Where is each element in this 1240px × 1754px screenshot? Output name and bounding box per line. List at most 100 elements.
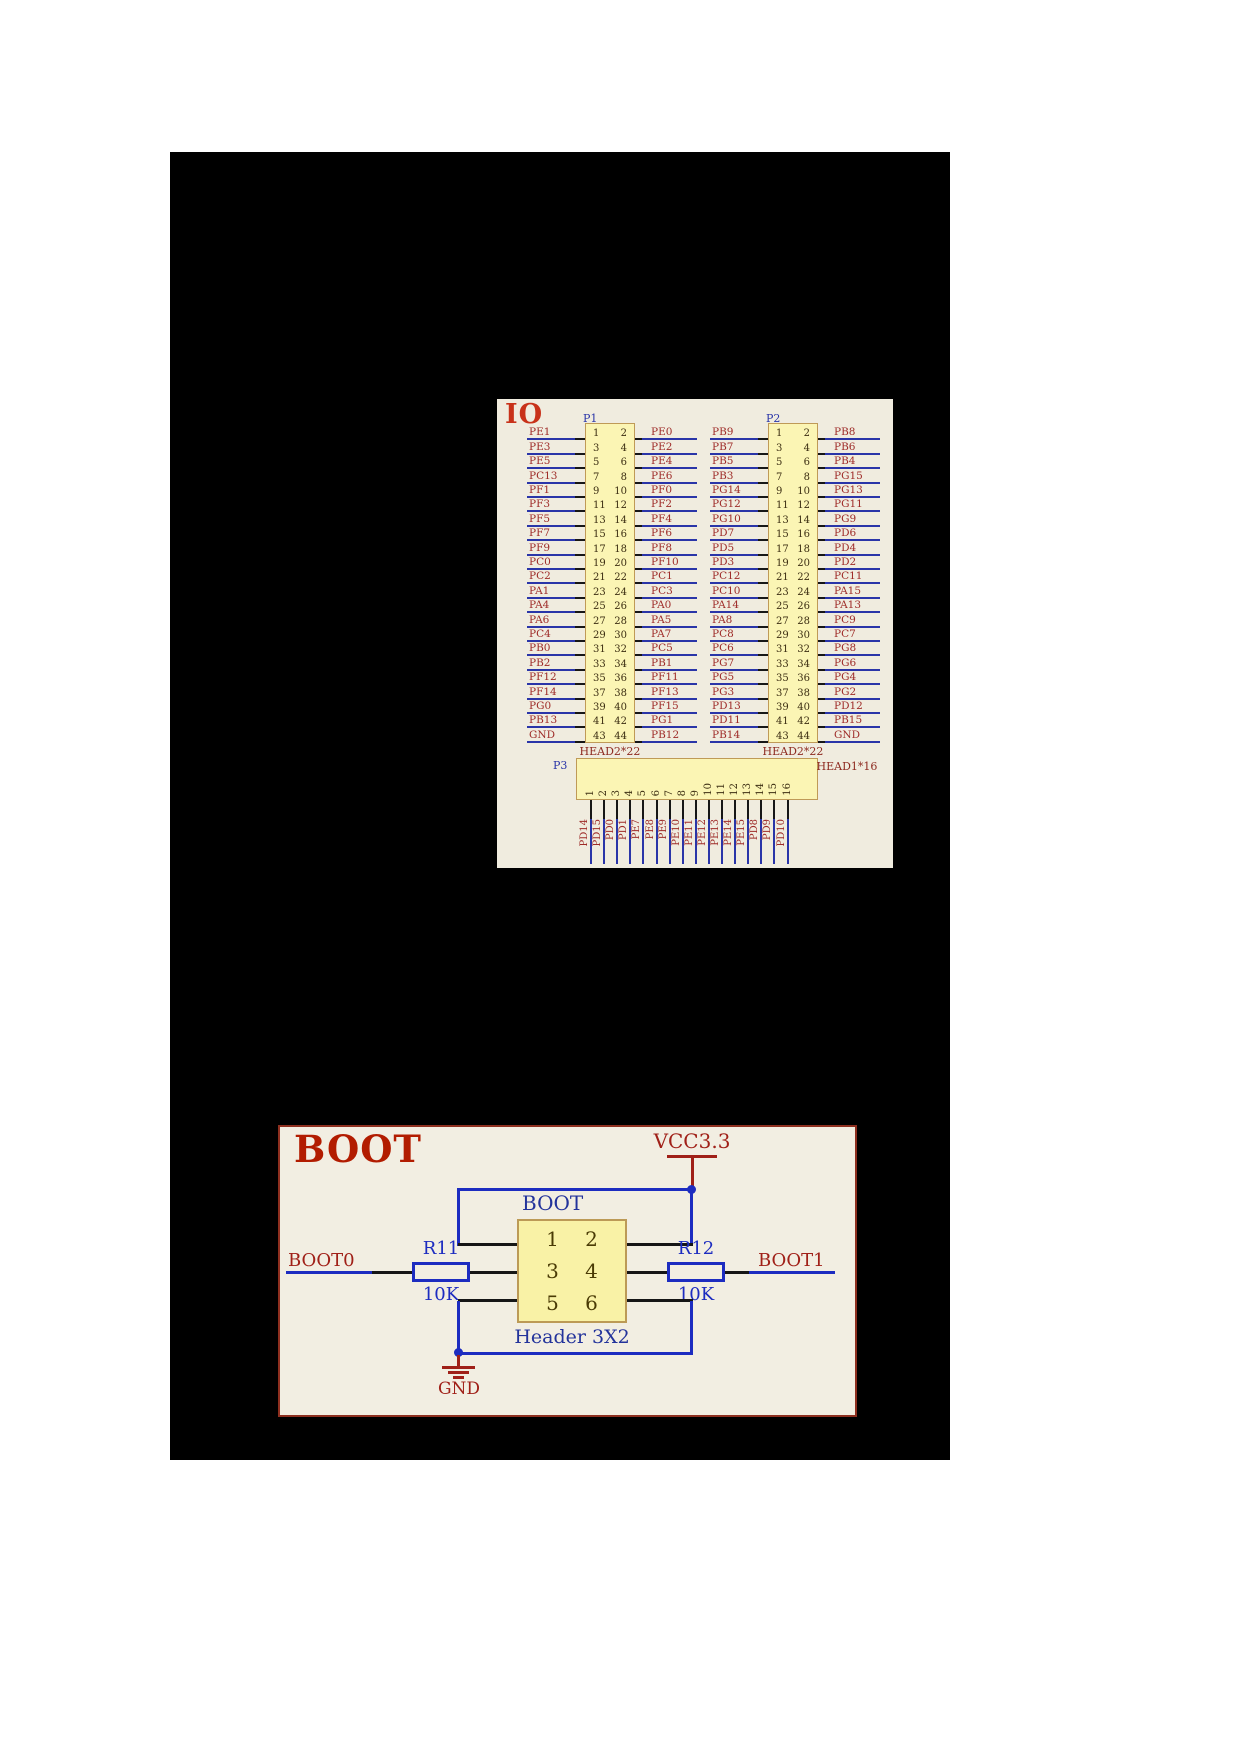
net-label: PE5 (527, 456, 575, 470)
wire-segment (635, 639, 642, 642)
net-underline (760, 819, 763, 864)
pin-number: 1 (776, 428, 783, 440)
p3-pin-column: PE8 (645, 800, 665, 866)
net-label-right: PG2 (818, 685, 880, 700)
p3-pin-column: PD0 (605, 800, 625, 866)
net-label: PD1 (618, 819, 630, 841)
net-label: PC12 (710, 571, 758, 585)
net-label: PF1 (527, 484, 575, 498)
pin-number: 31 (593, 644, 606, 656)
net-underline (603, 819, 606, 864)
wire-segment (635, 553, 642, 556)
wire-segment (575, 683, 585, 686)
net-label: PB7 (710, 441, 758, 455)
net-label: PF2 (642, 499, 697, 513)
net-label: PB13 (527, 715, 575, 729)
net-label: PG12 (710, 499, 758, 513)
wire-segment (721, 800, 723, 819)
wire-segment (616, 800, 619, 819)
wire-segment (635, 438, 642, 441)
pin-number: 2 (620, 428, 627, 440)
net-label: PD4 (825, 542, 880, 556)
wire-segment (668, 800, 671, 819)
net-label: PG1 (642, 715, 697, 729)
net-label: PA5 (642, 614, 697, 628)
pin-number: 24 (614, 586, 627, 598)
net-label-right: PC3 (635, 584, 697, 599)
pin-number: 36 (797, 673, 810, 685)
net-label-right: PC1 (635, 570, 697, 585)
pin-number: 44 (797, 730, 810, 742)
pin-number: 36 (614, 673, 627, 685)
net-label-right: PD12 (818, 700, 880, 714)
pin-number: 6 (803, 457, 810, 469)
wire-segment (818, 668, 825, 671)
net-label: PC3 (642, 585, 697, 599)
net-label: PG3 (710, 686, 758, 700)
net-label: PF5 (527, 513, 575, 527)
net-label-right: PB1 (635, 656, 697, 671)
net-label-left: PA1 (527, 584, 585, 599)
pin-number: 43 (776, 730, 789, 742)
net-label-left: PB7 (710, 440, 768, 455)
pin-number: 28 (614, 615, 627, 627)
net-label-right: PD6 (818, 527, 880, 542)
wire-segment (575, 740, 585, 743)
net-label-left: PD11 (710, 714, 768, 729)
net-label: PD13 (710, 700, 758, 714)
net-underline (734, 819, 737, 864)
net-underline (681, 819, 684, 864)
net-label: PG4 (825, 672, 880, 686)
pin-number: 29 (593, 629, 606, 641)
net-label-right: PG6 (818, 656, 880, 671)
net-label: PG6 (825, 657, 880, 671)
net-label: PD15 (592, 819, 604, 847)
wire-segment (818, 467, 825, 470)
net-label: PF9 (527, 542, 575, 556)
wire-segment (758, 639, 768, 642)
net-label: PB1 (642, 657, 697, 671)
net-label: PD12 (825, 700, 880, 714)
wire-segment (575, 697, 585, 700)
loop-right-wire (690, 1188, 693, 1246)
gnd-net-label: GND (437, 1379, 481, 1399)
pin-number: 20 (797, 557, 810, 569)
net-label-left: PG10 (710, 512, 768, 527)
loop-top-wire (457, 1188, 693, 1191)
gnd-bar-2 (448, 1371, 469, 1374)
wire-header-r12 (627, 1271, 667, 1274)
net-label: PG15 (825, 470, 880, 484)
net-label: PC0 (527, 556, 575, 570)
wire-segment (818, 452, 825, 455)
wire-segment (818, 654, 825, 657)
header-pin-number: 4 (585, 1259, 598, 1283)
net-label-right: PG9 (818, 512, 880, 527)
wire-segment (635, 711, 642, 714)
pin-number: 17 (776, 543, 789, 555)
pin-number: 10 (797, 485, 810, 497)
net-label: PG0 (527, 700, 575, 714)
net-label-right: PE6 (635, 469, 697, 484)
p3-pin-column: PE15 (736, 800, 756, 866)
pin-number: 34 (797, 658, 810, 670)
wire-segment (734, 800, 737, 819)
gnd-junction-dot (454, 1348, 463, 1357)
wire-segment (758, 438, 768, 441)
